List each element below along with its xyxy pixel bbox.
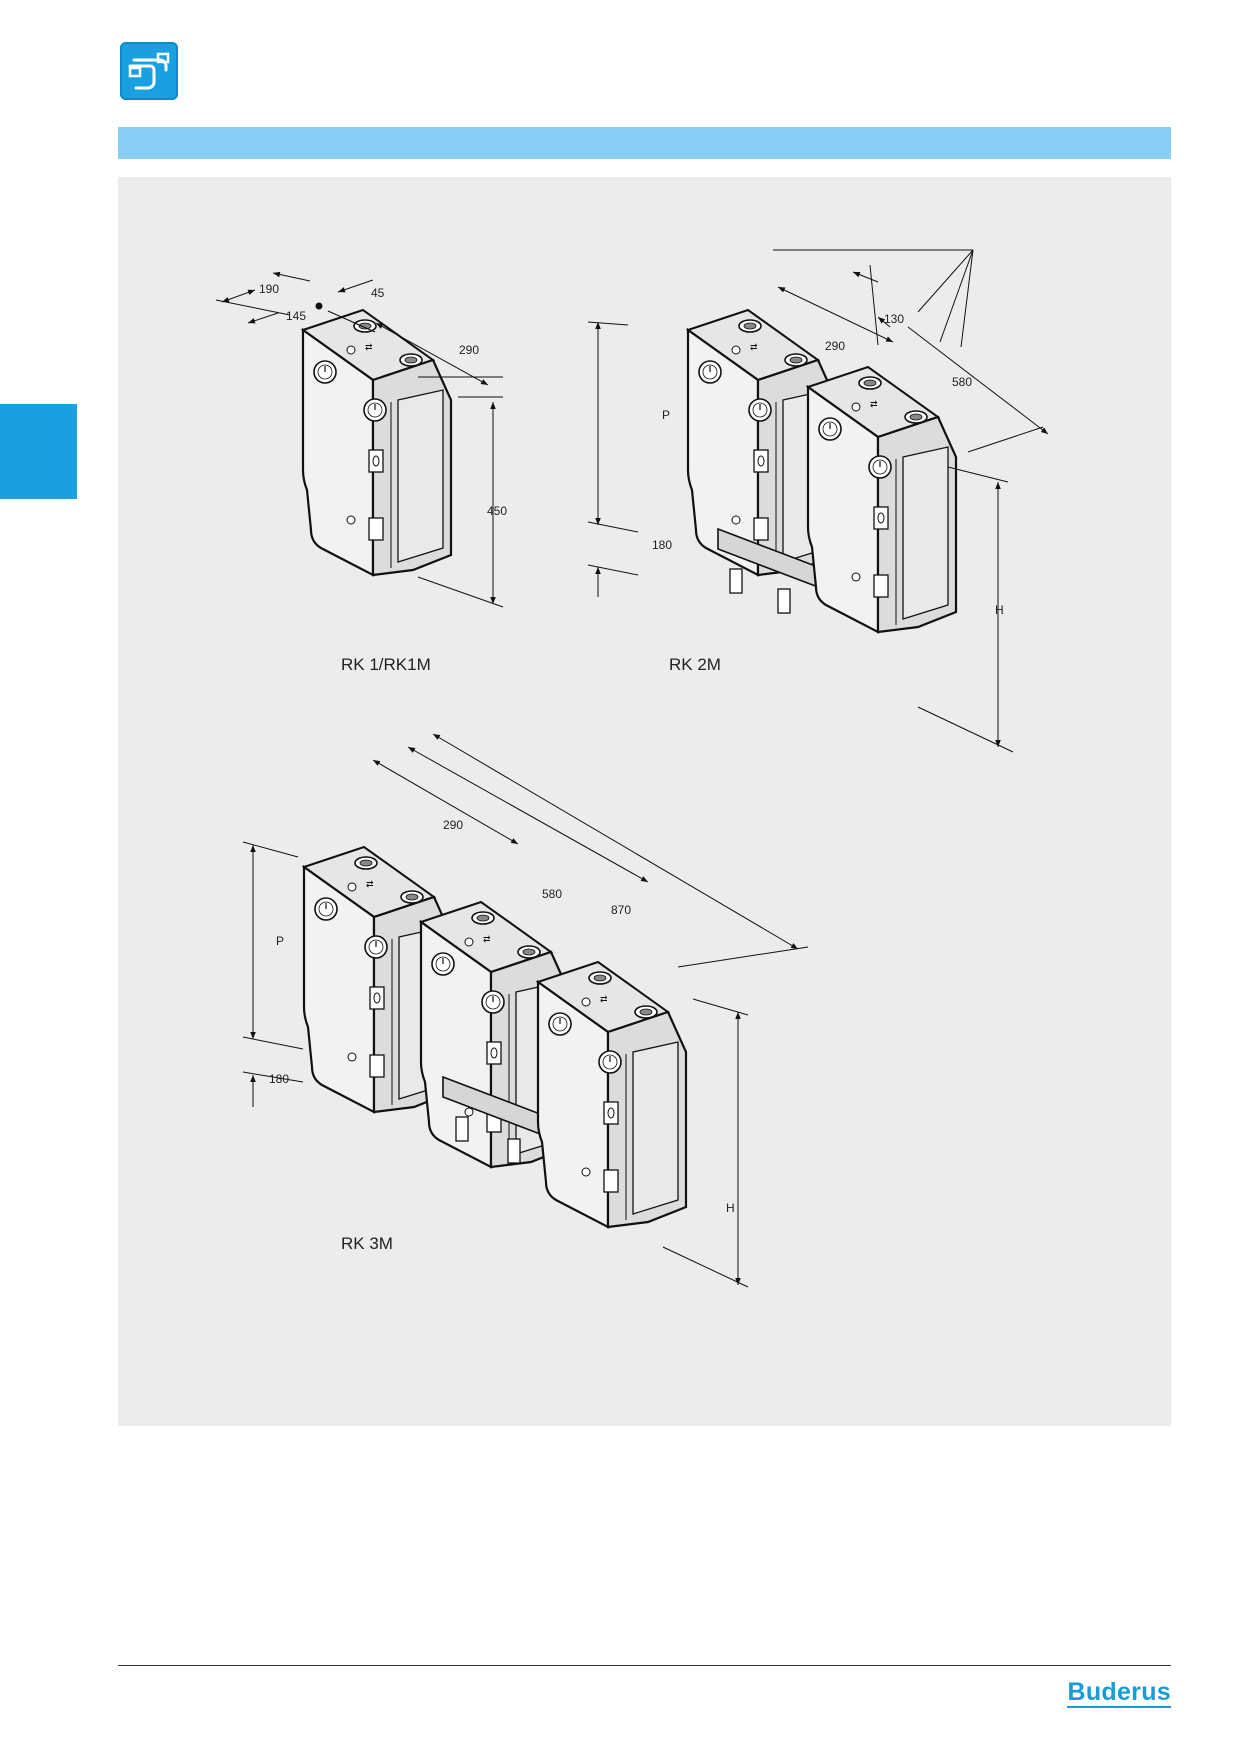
- rk2-dim-h: H: [995, 603, 1004, 617]
- pipe-fitting-icon: [120, 42, 178, 100]
- rk2-dim-p: P: [662, 408, 670, 422]
- rk2-dim-580: 580: [952, 375, 972, 389]
- rk1-dim-290: 290: [459, 343, 479, 357]
- rk2-dim-130: 130: [884, 312, 904, 326]
- rk3-dim-870: 870: [611, 903, 631, 917]
- rk1-module-drawing: [303, 310, 451, 575]
- rk1-dim-45: 45: [371, 286, 385, 300]
- rk1-dim-190: 190: [259, 282, 279, 296]
- buderus-logo: Buderus: [1067, 1678, 1171, 1708]
- rk2-module-drawing: [688, 310, 956, 632]
- rk3-dim-180: 180: [269, 1072, 289, 1086]
- rk2-caption: RK 2M: [669, 655, 721, 674]
- rk2-dim-180: 180: [652, 538, 672, 552]
- rk3-dim-580: 580: [542, 887, 562, 901]
- rk1-caption: RK 1/RK1M: [341, 655, 431, 674]
- rk3-dim-290: 290: [443, 818, 463, 832]
- rk3-dim-p: P: [276, 934, 284, 948]
- rk1-dim-145: 145: [286, 309, 306, 323]
- rk2-dim-290: 290: [825, 339, 845, 353]
- footer-divider: [118, 1665, 1171, 1666]
- rk3-dim-h: H: [726, 1201, 735, 1215]
- dimension-drawing-panel: ⇄ 190 45 145 290 450 RK 1/RK1M: [118, 177, 1171, 1426]
- rk3-module-drawing: [304, 847, 686, 1227]
- rk1-dim-450: 450: [487, 504, 507, 518]
- section-header-band: [118, 127, 1171, 159]
- rk3-caption: RK 3M: [341, 1234, 393, 1253]
- chapter-side-tab: [0, 404, 77, 499]
